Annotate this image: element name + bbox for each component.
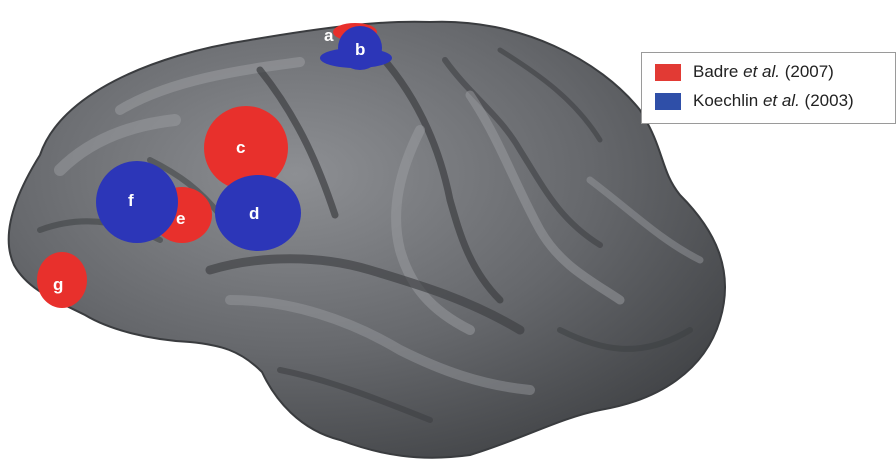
region-label-c: c [236,138,245,157]
legend-item-badre: Badre et al. (2007) [655,62,834,82]
legend: Badre et al. (2007) Koechlin et al. (200… [641,52,896,124]
region-label-a: a [324,26,334,45]
region-label-e: e [176,209,185,228]
region-label-f: f [128,191,134,210]
region-f-blob [96,161,178,243]
legend-swatch-red [655,64,681,81]
region-label-d: d [249,204,259,223]
legend-swatch-blue [655,93,681,110]
region-label-g: g [53,275,63,294]
legend-label-koechlin: Koechlin et al. (2003) [693,91,854,111]
region-label-b: b [355,40,365,59]
legend-item-koechlin: Koechlin et al. (2003) [655,91,854,111]
legend-label-badre: Badre et al. (2007) [693,62,834,82]
